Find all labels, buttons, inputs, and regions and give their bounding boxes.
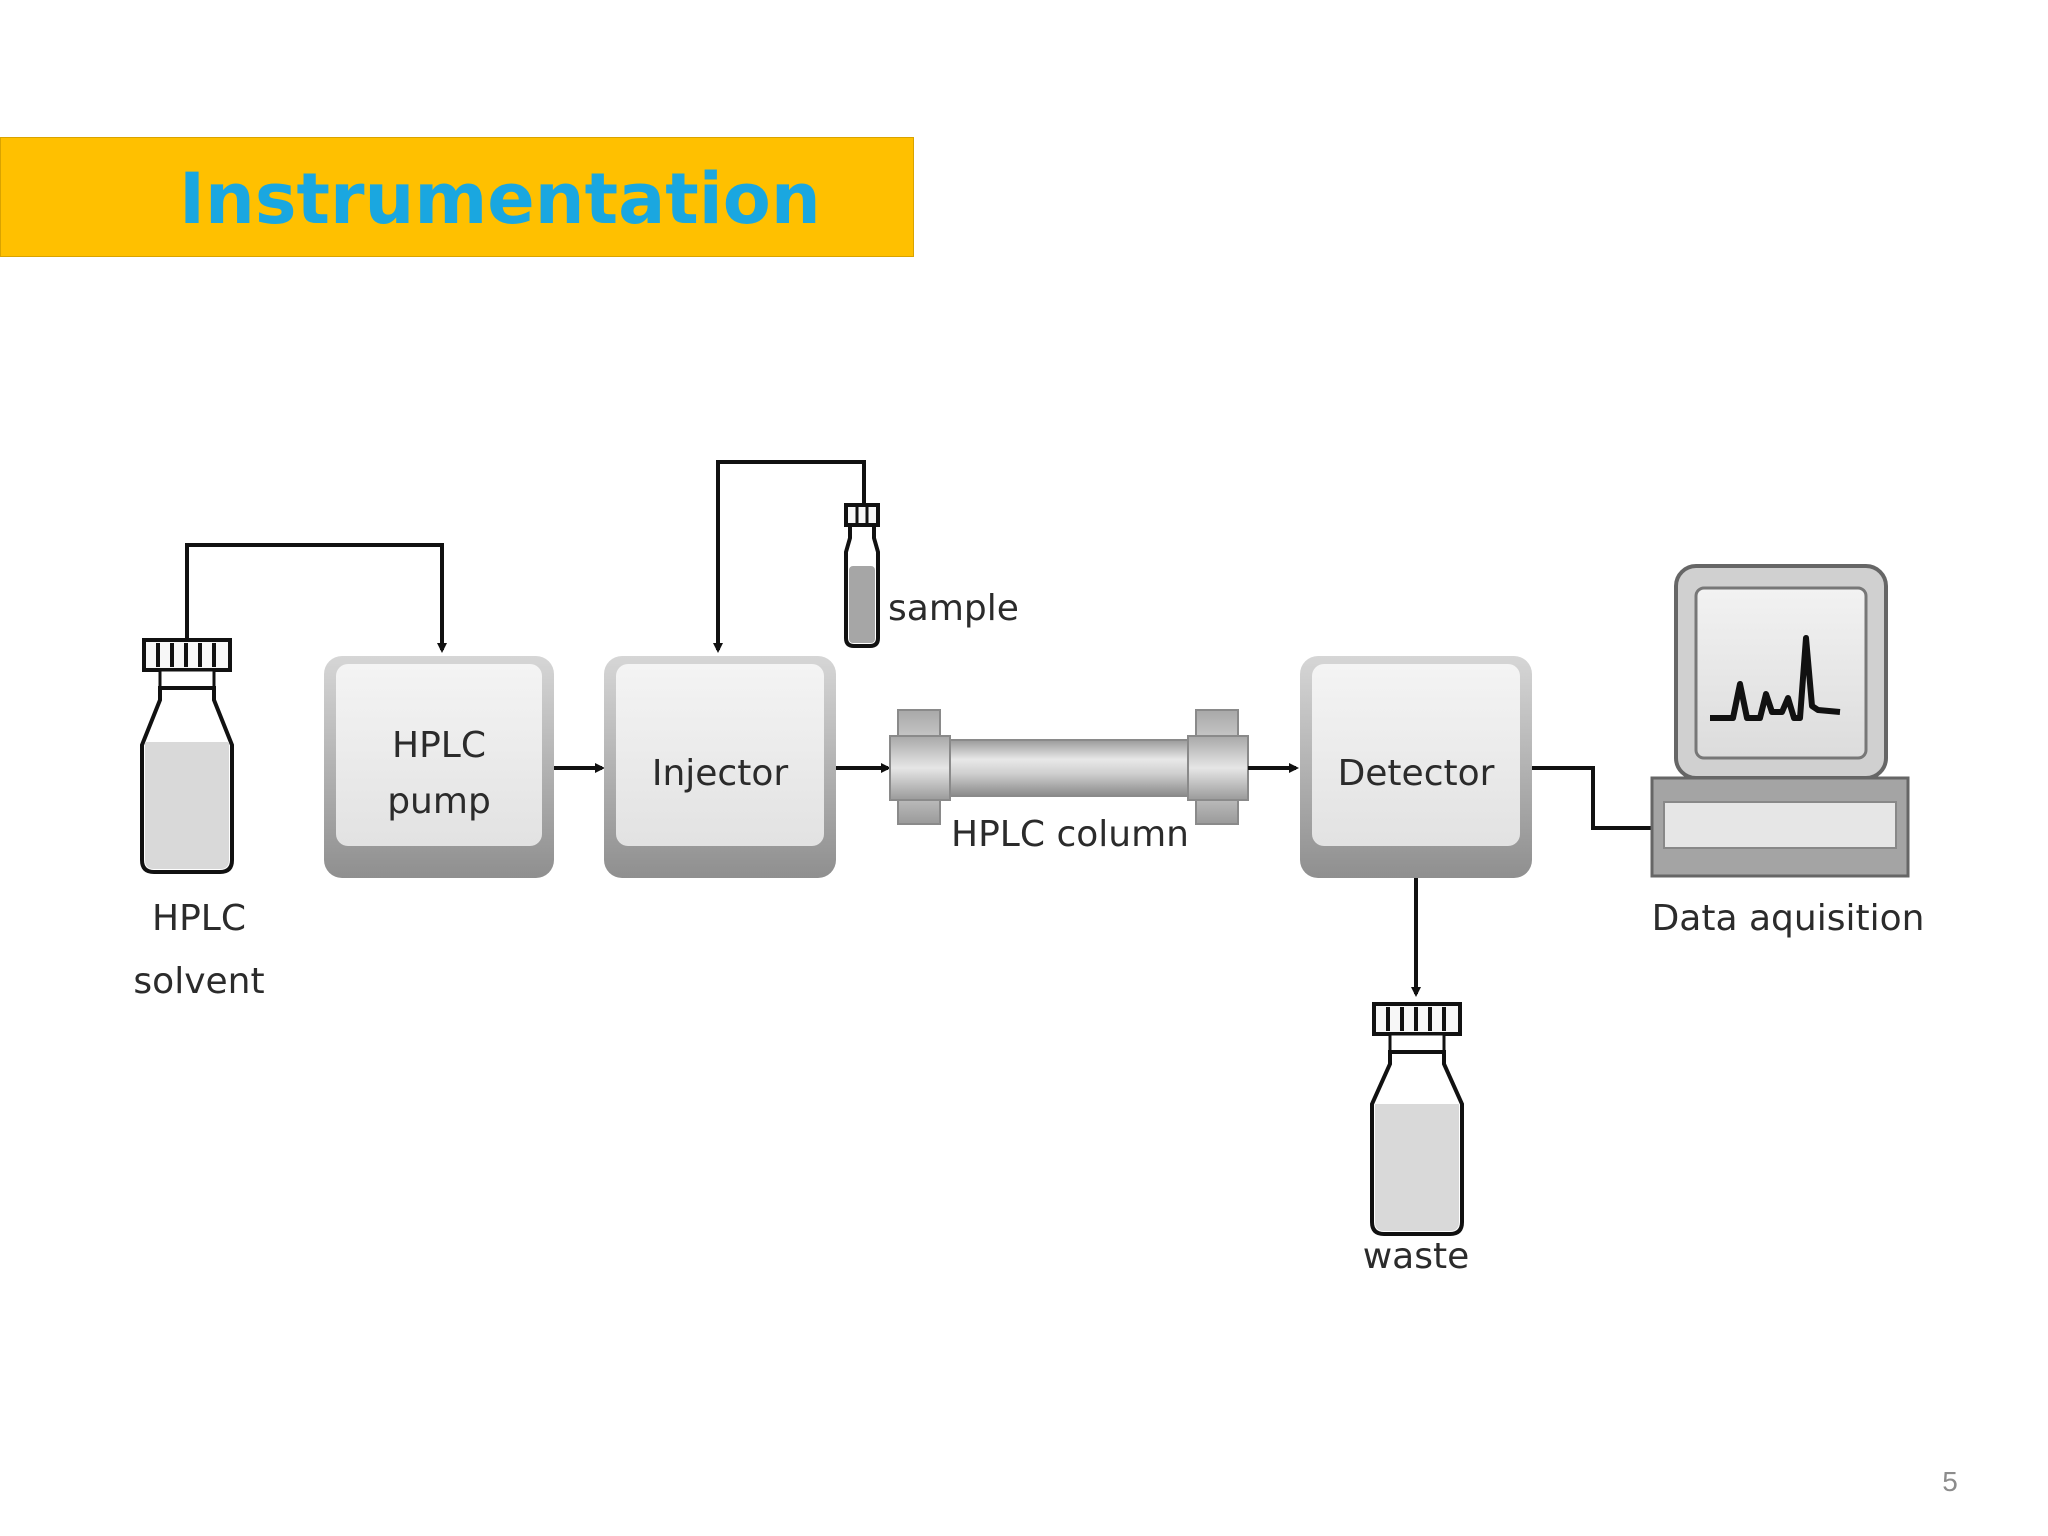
data-acquisition-label: Data aquisition [1652,898,1925,939]
slide-title: Instrumentation [179,158,821,240]
computer-monitor-icon [1674,564,1888,780]
computer-base-icon [1650,776,1910,878]
solvent-to-pump-line [185,543,447,653]
pump-label-line2: pump [387,781,491,822]
sample-vial-icon [844,503,880,648]
sample-to-injector-line [713,460,866,653]
injector-label: Injector [652,753,789,794]
hplc-pump-box [324,656,554,878]
slide-number: 5 [1942,1466,1958,1497]
column-label: HPLC column [951,814,1189,855]
pump-label-line1: HPLC [392,725,486,766]
detector-label: Detector [1338,753,1495,794]
solvent-label-line2: solvent [133,961,264,1002]
solvent-label-line1: HPLC [152,898,246,939]
detector-box [1300,656,1532,878]
detector-to-computer-line [1532,766,1656,830]
hplc-column-icon [889,709,1249,825]
solvent-bottle-icon [140,638,234,874]
waste-bottle-icon [1370,1002,1464,1236]
waste-label: waste [1363,1236,1470,1277]
sample-label: sample [888,588,1019,629]
title-banner: Instrumentation [0,137,914,257]
injector-box [604,656,836,878]
